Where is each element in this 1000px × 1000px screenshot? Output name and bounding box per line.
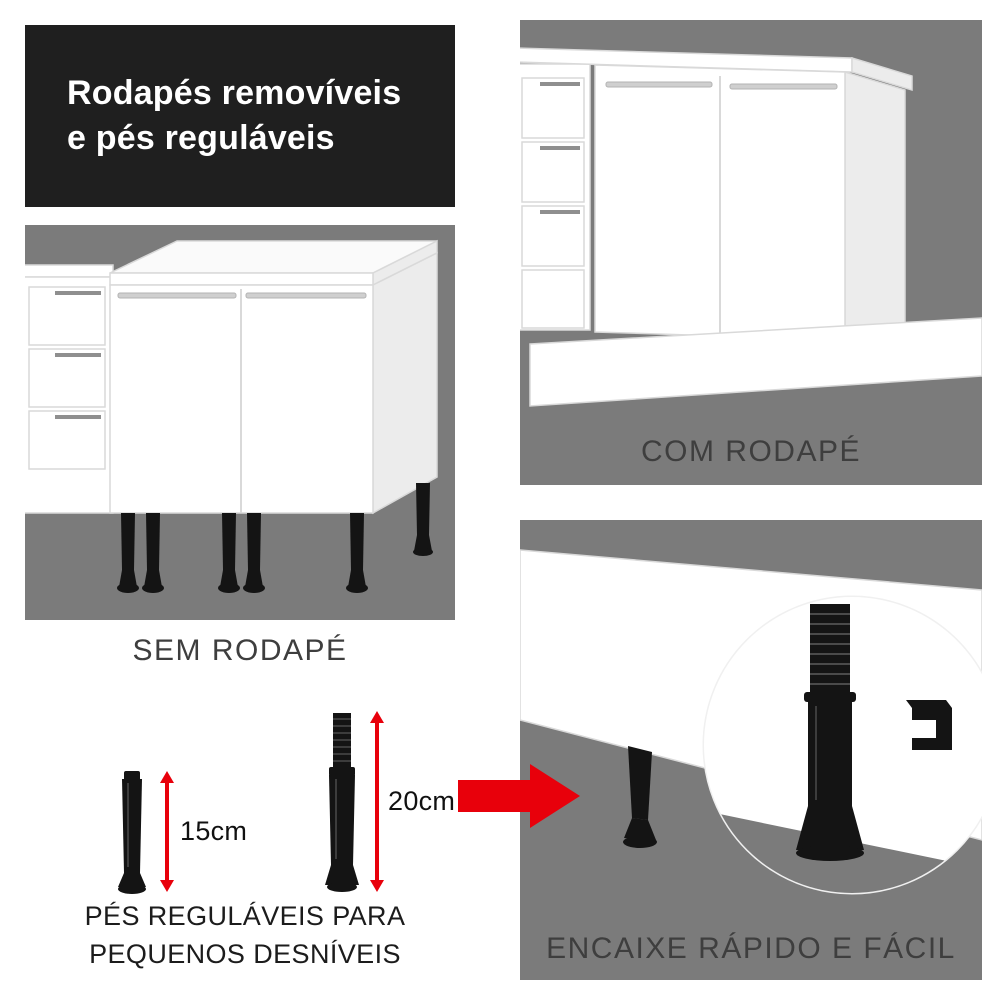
adjustable-feet-figure [118,711,384,894]
adjustable-foot-15cm-icon [118,771,146,894]
title-line-1: Rodapés removíveis [67,74,402,113]
feet-caption-line-1: PÉS REGULÁVEIS PARA [84,901,406,931]
cabinet-doors [109,239,438,515]
label-20cm: 20cm [388,786,456,816]
cabinet-without-plinth-image [25,239,438,593]
magnifier-circle [702,595,982,895]
measurement-arrow-20cm-icon [370,711,384,892]
cabinet-foot [623,746,657,848]
caption-sem-rodape: SEM RODAPÉ [132,634,348,667]
plinth [529,317,982,407]
title-line-2: e pés reguláveis [67,119,335,157]
panel-sem-rodape [25,225,455,620]
caption-encaixe: ENCAIXE RÁPIDO E FÁCIL [546,932,956,965]
drawer-unit [520,63,591,331]
cabinet-feet [117,483,433,593]
measurement-arrow-15cm-icon [160,771,174,892]
cabinet-with-plinth-image [520,47,982,407]
zoomed-foot [796,604,864,861]
feet-caption-line-2: PEQUENOS DESNÍVEIS [89,939,401,969]
label-15cm: 15cm [180,816,248,846]
right-arrow-icon [458,764,580,828]
mount-bracket [912,708,952,750]
drawer-unit [25,264,114,514]
foot-mount-closeup-image [520,549,982,895]
panel-com-rodape: COM RODAPÉ [520,20,982,485]
cabinet-doors [594,64,906,341]
caption-com-rodape: COM RODAPÉ [640,435,862,468]
feet-caption: PÉS REGULÁVEIS PARA PEQUENOS DESNÍVEIS [25,897,465,973]
title-banner: Rodapés removíveis e pés reguláveis [25,25,455,207]
adjustable-foot-20cm-icon [325,713,359,892]
panel-encaixe: ENCAIXE RÁPIDO E FÁCIL [520,520,982,980]
